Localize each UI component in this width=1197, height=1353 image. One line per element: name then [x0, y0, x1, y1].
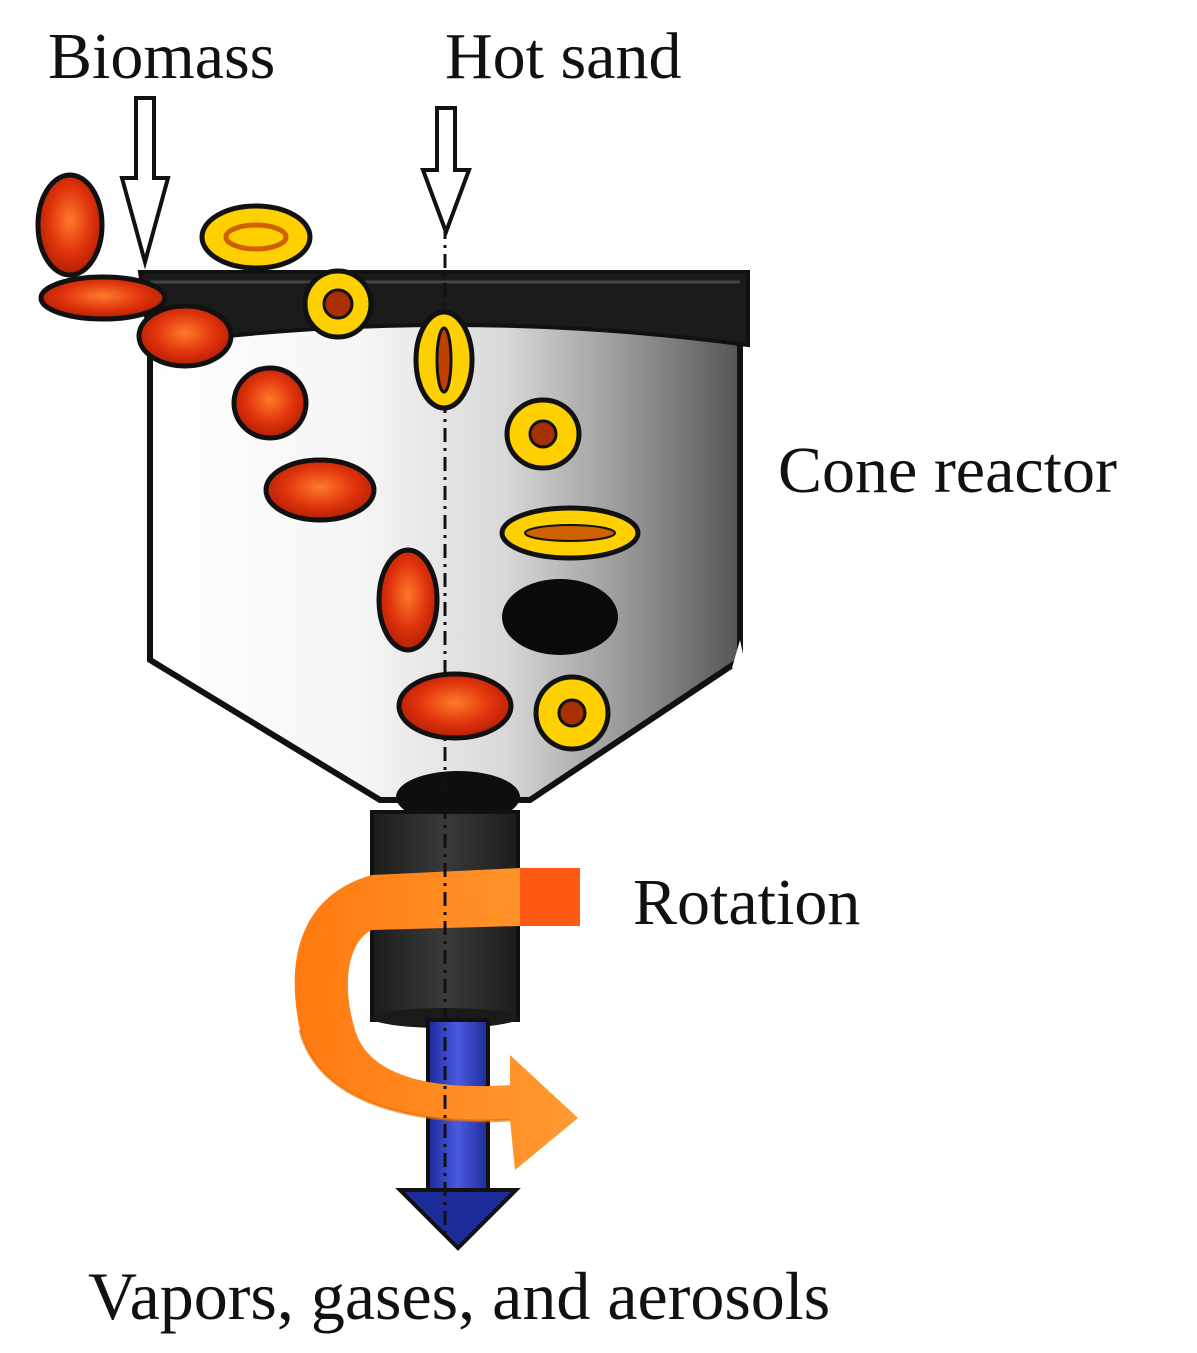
hot-sand-feed-arrow [420, 106, 472, 238]
sand-particle [499, 505, 641, 561]
sand-particle [302, 268, 374, 340]
biomass-particle [376, 547, 440, 653]
biomass-particle [231, 365, 309, 441]
biomass-particle [38, 274, 168, 322]
rotation-arrow [294, 868, 580, 1170]
biomass-particle [396, 671, 514, 741]
hot-sand-particles [199, 203, 641, 752]
char-particle [502, 579, 618, 655]
biomass-particles [35, 172, 514, 741]
biomass-particle [136, 303, 234, 369]
sand-particle [504, 397, 582, 471]
hot-sand-label: Hot sand [445, 20, 682, 93]
output-label: Vapors, gases, and aerosols [88, 1258, 831, 1334]
biomass-particle [263, 457, 377, 523]
biomass-label: Biomass [48, 20, 276, 93]
rotation-label: Rotation [633, 866, 861, 939]
outlet-arrow [395, 1018, 521, 1251]
biomass-particle [35, 172, 105, 278]
sand-particle [413, 309, 475, 411]
sand-particle [199, 203, 313, 271]
sand-particle [533, 674, 611, 752]
cone-reactor-label: Cone reactor [778, 434, 1117, 507]
biomass-feed-arrow [119, 96, 171, 270]
